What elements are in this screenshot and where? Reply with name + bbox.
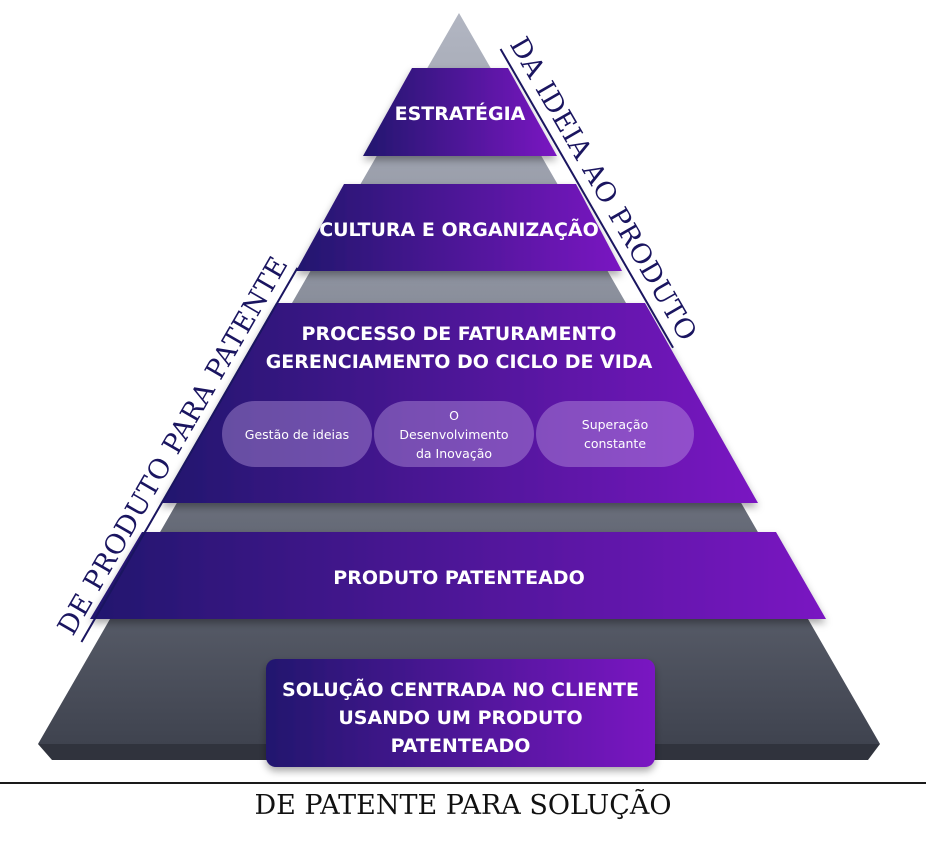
pill-superacao: Superação constante bbox=[536, 401, 694, 467]
pill-desenv-line2: Desenvolvimento bbox=[399, 426, 509, 442]
pill-desenvolvimento: O Desenvolvimento da Inovação bbox=[374, 401, 534, 467]
tier-label-estrategia: ESTRATÉGIA bbox=[394, 103, 526, 125]
tier-label-processo-line2: GERENCIAMENTO DO CICLO DE VIDA bbox=[265, 351, 653, 373]
bottom-divider bbox=[0, 782, 926, 784]
tier-label-produto: PRODUTO PATENTEADO bbox=[333, 567, 585, 589]
tier-label-processo: PROCESSO DE FATURAMENTO GERENCIAMENTO DO… bbox=[200, 320, 718, 376]
tier-box-solucao bbox=[266, 659, 655, 767]
pill-desenv-line3: da Inovação bbox=[415, 445, 493, 461]
pill-gestao-line1: Gestão de ideias bbox=[244, 426, 350, 442]
tier-label-solucao-line1: SOLUÇÃO CENTRADA NO CLIENTE bbox=[282, 679, 639, 701]
tier-band-estrategia bbox=[363, 68, 557, 156]
tier-band-processo bbox=[161, 303, 758, 503]
tier-label-solucao: SOLUÇÃO CENTRADA NO CLIENTE USANDO UM PR… bbox=[266, 676, 655, 760]
pill-gestao-ideias: Gestão de ideias bbox=[222, 401, 372, 467]
tier-band-cultura bbox=[296, 184, 622, 271]
tier-label-solucao-line2: USANDO UM PRODUTO bbox=[338, 707, 583, 729]
bottom-label-de-patente-para-solucao: DE PATENTE PARA SOLUÇÃO bbox=[254, 790, 672, 821]
pill-superacao-line2: constante bbox=[583, 436, 647, 451]
tier-label-cultura: CULTURA E ORGANIZAÇÃO bbox=[319, 219, 599, 241]
tier-label-processo-line1: PROCESSO DE FATURAMENTO bbox=[301, 323, 617, 345]
tier-label-solucao-line3: PATENTEADO bbox=[390, 735, 531, 757]
pill-superacao-line1: Superação bbox=[581, 417, 649, 432]
pill-desenv-line1: O bbox=[449, 407, 459, 423]
tier-band-produto bbox=[90, 532, 826, 619]
